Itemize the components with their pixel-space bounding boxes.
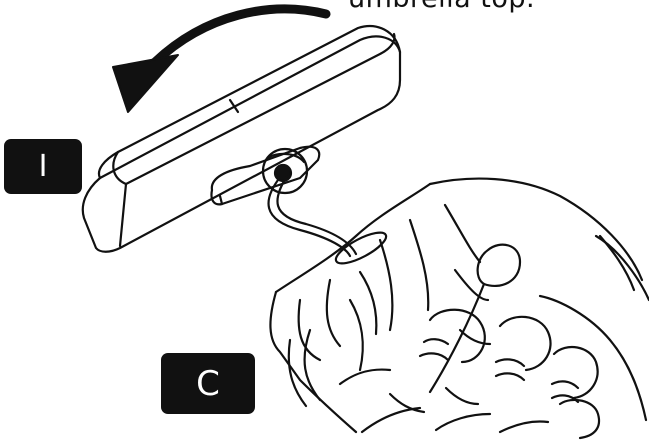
step-label-c: C [161,353,255,414]
umbrella-top-device [83,26,400,252]
step-label-i: I [4,139,82,194]
hand-holding-base [270,179,649,438]
caption-text: umbrella top. [348,0,535,14]
